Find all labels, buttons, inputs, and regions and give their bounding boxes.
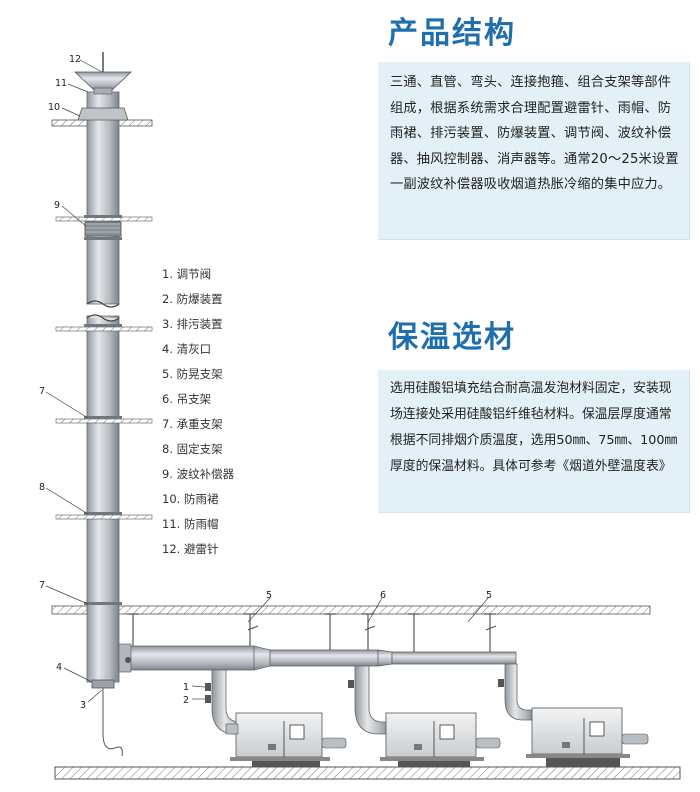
callout-6: 6 (380, 590, 386, 601)
callout-2: 2 (183, 695, 189, 706)
rain-collar (77, 107, 129, 121)
callout-11: 11 (55, 78, 67, 89)
callout-9: 9 (54, 200, 60, 211)
explosion-relief (205, 695, 211, 703)
pipe-break-upper (86, 300, 120, 308)
callout-1: 1 (183, 682, 189, 693)
legend-item: 6. 吊支架 (162, 392, 212, 406)
ground-slab (54, 766, 681, 780)
cleanout-port (91, 679, 115, 689)
horizontal-duct-far (391, 651, 517, 665)
bellows-compensator (84, 221, 122, 237)
rain-cap-neck (93, 87, 113, 95)
floor-slab (51, 605, 651, 615)
damper-valve-3 (498, 679, 504, 687)
callout-numbers: 12 11 10 9 7 8 7 4 3 5 6 5 1 2 (39, 54, 492, 711)
support-platform-8 (55, 514, 153, 520)
legend-item: 5. 防晃支架 (162, 367, 223, 381)
chimney-lower-section (86, 315, 120, 683)
callout-leaders (45, 59, 489, 703)
damper-valve-2 (348, 680, 354, 688)
drain-line (102, 688, 123, 757)
callout-5-left: 5 (266, 590, 272, 601)
callout-10: 10 (48, 102, 60, 113)
callout-7-upper: 7 (39, 386, 45, 397)
callout-4: 4 (56, 662, 62, 673)
structure-description: 三通、直管、弯头、连接抱箍、组合支架等部件组成，根据系统需求合理配置避雷针、雨帽… (378, 62, 690, 240)
branch-pipe-3 (504, 663, 535, 721)
section-title-structure: 产品结构 (388, 16, 516, 51)
callout-5-right: 5 (486, 590, 492, 601)
legend-item: 7. 承重支架 (162, 417, 223, 431)
duct-reducer-1 (253, 645, 271, 671)
tee-junction (118, 643, 132, 673)
tee-flange-dot (125, 657, 131, 663)
legend-item: 11. 防雨帽 (162, 517, 219, 531)
legend-item: 10. 防雨裙 (162, 492, 219, 506)
horizontal-duct-mid (269, 649, 379, 667)
legend-item: 8. 固定支架 (162, 442, 223, 456)
callout-12: 12 (69, 54, 81, 65)
pipe-clamps (84, 215, 122, 605)
support-platform-7 (55, 418, 153, 424)
callout-8: 8 (39, 482, 45, 493)
damper-valve (205, 683, 211, 691)
component-legend: 1. 调节阀 2. 防爆装置 3. 排污装置 4. 清灰口 5. 防晃支架 6.… (162, 262, 234, 562)
pipe-break-lower (86, 314, 120, 322)
legend-item: 12. 避雷针 (162, 542, 219, 556)
section-title-insulation: 保温选材 (388, 320, 516, 355)
duct-hangers (127, 613, 497, 652)
bellows-ridges (85, 225, 121, 235)
callout-7-lower: 7 (39, 580, 45, 591)
chimney-upper-section (86, 91, 120, 305)
callout-3: 3 (80, 700, 86, 711)
insulation-description: 选用硅酸铝填充结合耐高温发泡材料固定，安装现场连接处采用硅酸铝纤维毡材料。保温层… (378, 370, 690, 513)
equipment-unit-1 (225, 712, 347, 767)
legend-item: 4. 清灰口 (162, 342, 212, 356)
legend-item: 1. 调节阀 (162, 267, 212, 281)
branch-pipe-2 (354, 665, 391, 735)
legend-item: 2. 防爆装置 (162, 292, 223, 306)
legend-item: 9. 波纹补偿器 (162, 467, 235, 481)
support-platform-upper (55, 326, 153, 332)
equipment-unit-3 (526, 707, 649, 767)
equipment-unit-2 (380, 712, 501, 767)
legend-item: 3. 排污装置 (162, 317, 223, 331)
duct-reducer-2 (377, 649, 393, 667)
horizontal-duct-near (118, 645, 255, 671)
rain-cap (73, 71, 133, 91)
